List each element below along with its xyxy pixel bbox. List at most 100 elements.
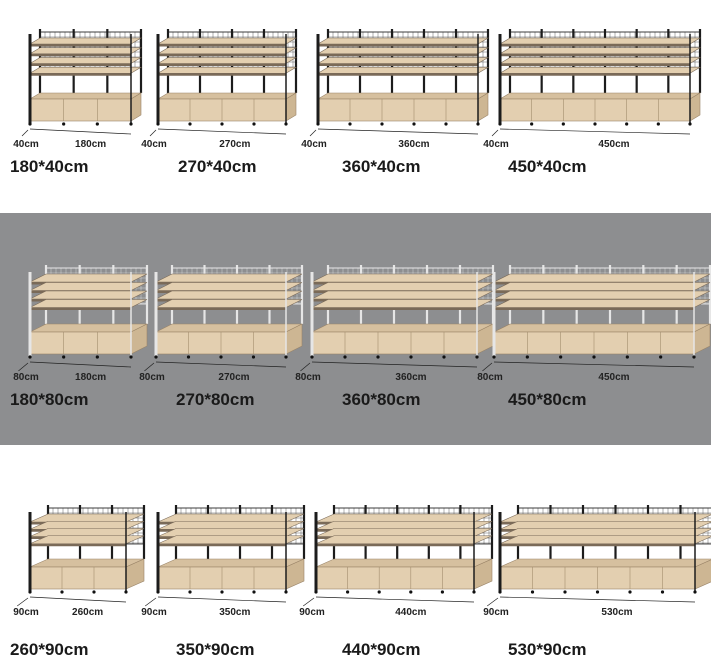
shelf-edge — [30, 63, 131, 66]
depth-dimension-line — [21, 129, 29, 137]
cabinet-top — [316, 92, 490, 100]
caster-wheel — [561, 122, 565, 126]
cabinet-top — [499, 558, 711, 568]
depth-dimension-line — [16, 597, 29, 607]
caster-wheel — [220, 590, 224, 594]
shelf-edge — [158, 543, 286, 547]
size-label-450x40: 450*40cm — [508, 157, 587, 176]
caster-wheel — [188, 590, 192, 594]
shelf-edge — [318, 73, 478, 76]
size-label-350x90: 350*90cm — [176, 640, 255, 659]
caster-wheel — [252, 590, 256, 594]
width-dimension-label: 270cm — [219, 139, 250, 150]
shelf-board — [498, 57, 702, 64]
cabinet-top — [155, 323, 303, 333]
caster-wheel — [659, 355, 663, 359]
caster-wheel — [28, 590, 32, 594]
cabinet-top — [156, 92, 298, 100]
shelf-board — [315, 528, 493, 537]
caster-wheel — [377, 590, 381, 594]
caster-wheel — [346, 590, 350, 594]
cabinet-top — [29, 558, 145, 568]
caster-wheel — [440, 590, 444, 594]
caster-wheel — [129, 355, 133, 359]
shelf-board — [29, 535, 145, 545]
caster-wheel — [559, 355, 563, 359]
caster-wheel — [525, 355, 529, 359]
shelf-board — [316, 37, 490, 45]
caster-wheel — [530, 122, 534, 126]
cabinet-front — [315, 566, 475, 590]
caster-wheel — [124, 590, 128, 594]
shelf-board — [316, 66, 490, 74]
shelf-board — [28, 66, 143, 74]
caster-wheel — [92, 590, 96, 594]
shelf-board — [311, 282, 494, 291]
depth-dimension-line — [300, 362, 311, 372]
width-dimension-line — [493, 361, 695, 368]
caster-wheel — [656, 122, 660, 126]
depth-dimension-label: 40cm — [13, 139, 39, 150]
width-dimension-label: 530cm — [601, 607, 632, 618]
caster-wheel — [563, 590, 567, 594]
caster-wheel — [284, 355, 288, 359]
width-dimension-label: 270cm — [218, 372, 249, 383]
cabinet-top — [28, 92, 143, 100]
width-dimension-label: 450cm — [598, 372, 629, 383]
width-dimension-line — [29, 596, 127, 603]
depth-dimension-line — [482, 362, 493, 372]
shelf-board — [315, 535, 493, 545]
depth-dimension-line — [18, 362, 29, 372]
caster-wheel — [154, 355, 158, 359]
shelf-edge — [30, 307, 131, 310]
shelf-board — [157, 535, 305, 545]
caster-wheel — [472, 590, 476, 594]
depth-dimension-line — [491, 129, 499, 137]
depth-dimension-line — [302, 597, 315, 607]
size-label-530x90: 530*90cm — [508, 640, 587, 659]
size-label-450x80: 450*80cm — [508, 390, 587, 409]
shelf-board — [311, 290, 494, 300]
cabinet-front — [29, 566, 127, 590]
size-label-440x90: 440*90cm — [342, 640, 421, 659]
size-label-180x80: 180*80cm — [10, 390, 89, 409]
caster-wheel — [220, 122, 224, 126]
caster-wheel — [476, 122, 480, 126]
shelf-board — [29, 299, 148, 308]
shelf-board — [316, 57, 490, 64]
shelf-board — [157, 528, 305, 537]
width-dimension-line — [499, 128, 691, 135]
shelf-board — [29, 290, 148, 300]
shelf-board — [499, 520, 711, 530]
shelf-edge — [500, 543, 695, 547]
shelf-edge — [318, 53, 478, 57]
caster-wheel — [442, 355, 446, 359]
caster-wheel — [444, 122, 448, 126]
cabinet-front — [29, 98, 132, 122]
shelf-edge — [30, 44, 131, 47]
caster-wheel — [156, 122, 160, 126]
shelf-edge — [312, 307, 477, 310]
width-dimension-label: 350cm — [219, 607, 250, 618]
shelf-board — [156, 57, 298, 64]
depth-dimension-label: 40cm — [301, 139, 327, 150]
size-label-270x40: 270*40cm — [178, 157, 257, 176]
caster-wheel — [284, 122, 288, 126]
depth-dimension-line — [144, 362, 155, 372]
bottom-band — [0, 445, 711, 667]
width-dimension-label: 440cm — [395, 607, 426, 618]
caster-wheel — [129, 122, 133, 126]
width-dimension-label: 260cm — [72, 607, 103, 618]
depth-dimension-label: 90cm — [483, 607, 509, 618]
cabinet-top — [29, 323, 148, 333]
shelf-board — [493, 299, 711, 308]
depth-dimension-label: 80cm — [477, 372, 503, 383]
width-dimension-line — [499, 596, 696, 603]
shelf-board — [493, 282, 711, 291]
shelf-board — [29, 513, 145, 523]
width-dimension-line — [315, 596, 475, 603]
shelf-board — [311, 273, 494, 283]
shelf-edge — [500, 73, 690, 76]
